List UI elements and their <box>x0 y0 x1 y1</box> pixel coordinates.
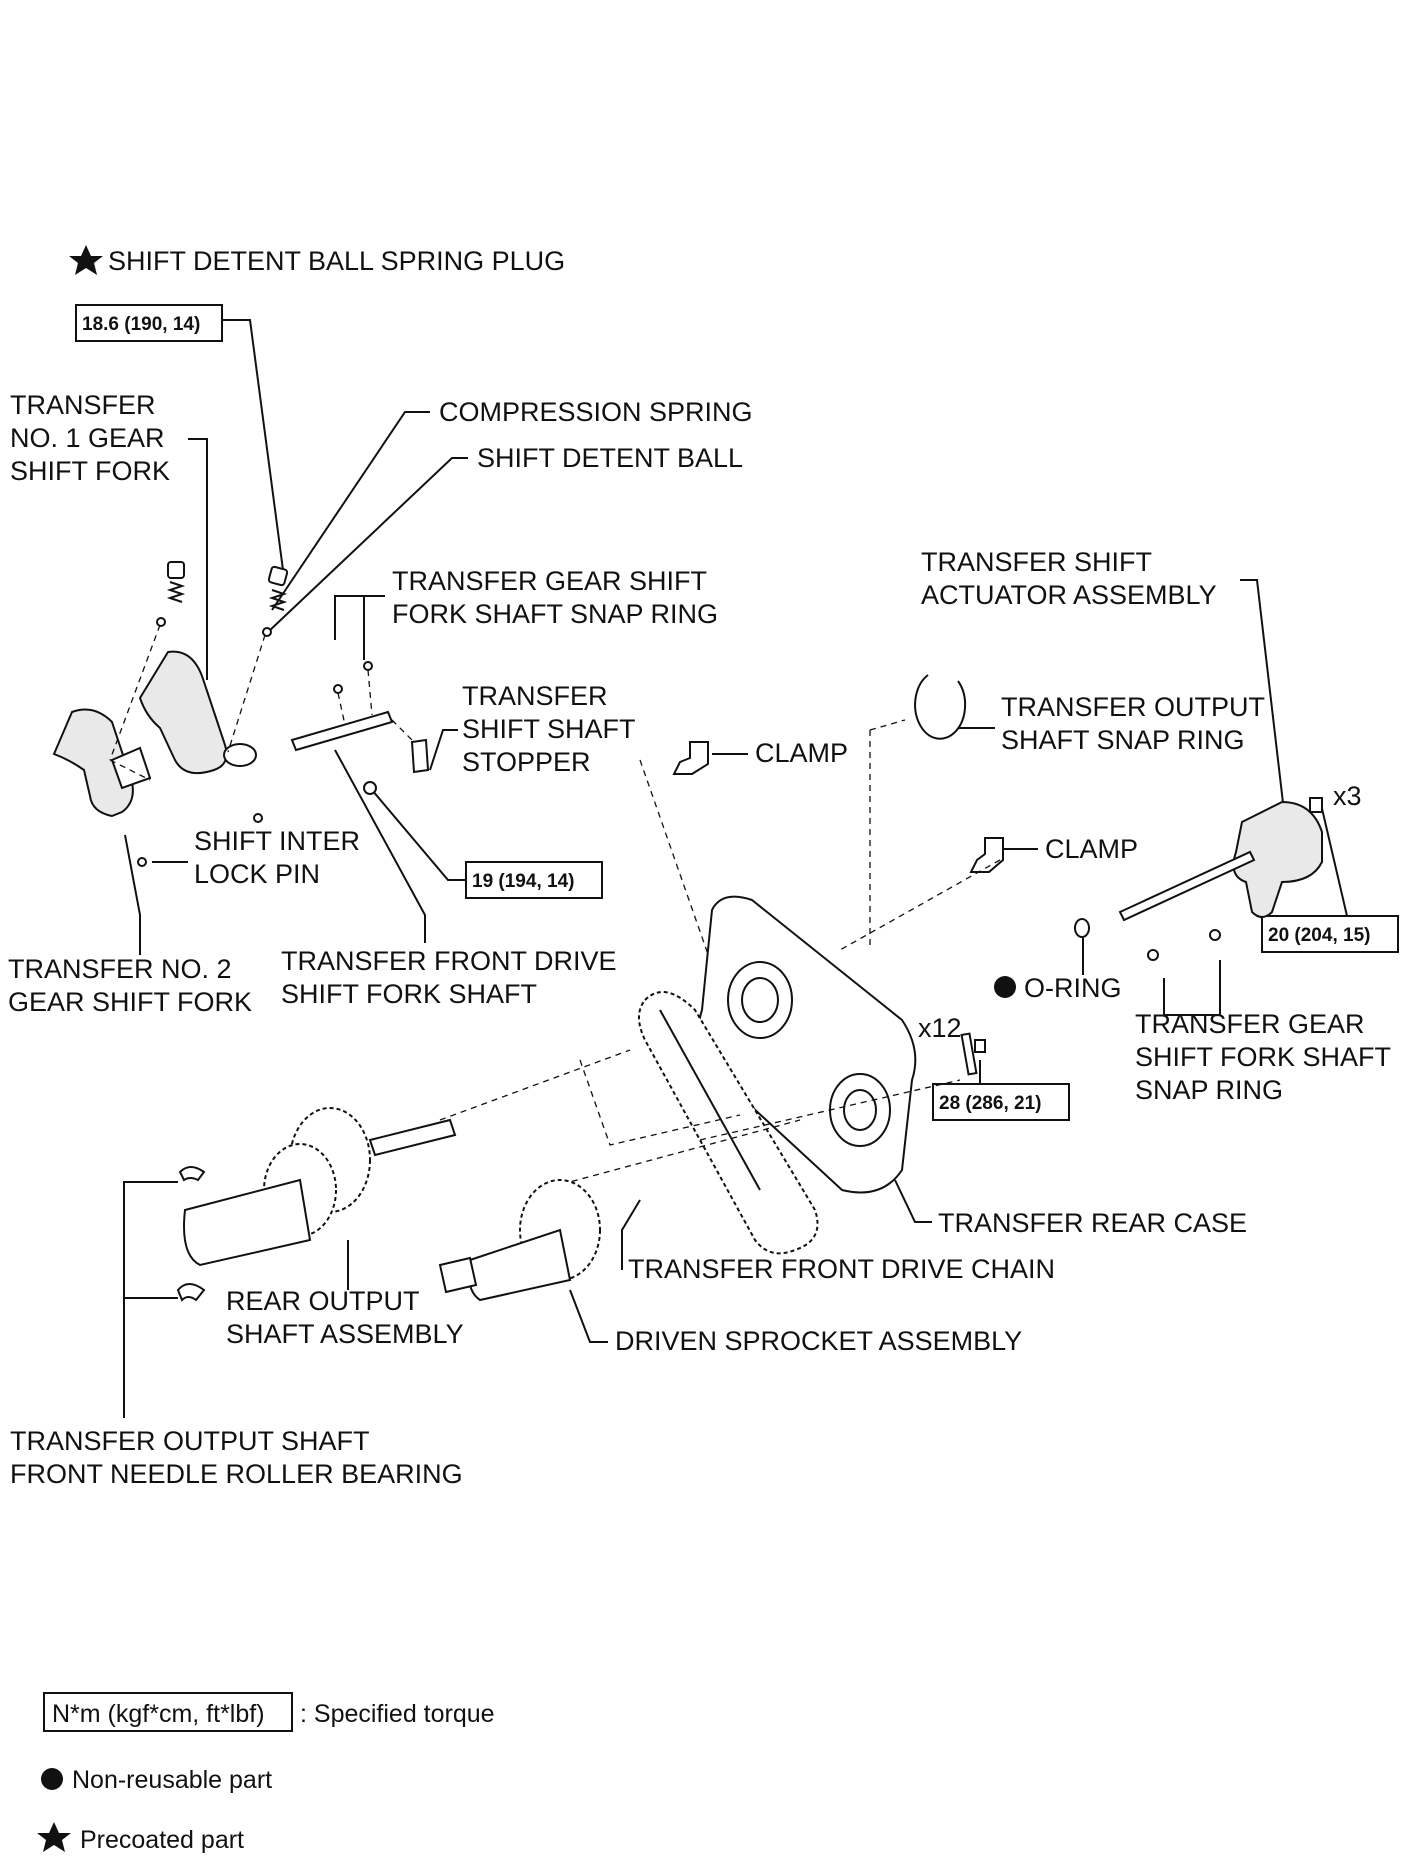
label-snap-right-line2: SHIFT FORK SHAFT <box>1135 1042 1391 1072</box>
label-stopper-line1: TRANSFER <box>462 681 608 711</box>
clamp1-part <box>672 741 709 775</box>
torque-actuator: 20 (204, 15) <box>1268 925 1370 946</box>
torque-box-case <box>932 1083 1070 1121</box>
spring-plug-part <box>156 561 289 637</box>
torque-box-plug <box>75 304 223 342</box>
driven-sprocket-part <box>438 1179 601 1302</box>
rear-output-shaft-part <box>176 1107 457 1302</box>
drive-chain-part <box>638 991 819 1255</box>
label-output-snap-line1: TRANSFER OUTPUT <box>1001 692 1265 722</box>
star-icon <box>37 1822 71 1852</box>
output-snap-ring-part <box>914 674 967 740</box>
legend-torque-text: : Specified torque <box>300 1700 495 1728</box>
label-interlock-line2: LOCK PIN <box>194 859 320 889</box>
torque-box-stopper <box>465 861 603 899</box>
label-drive-chain: TRANSFER FRONT DRIVE CHAIN <box>628 1254 1055 1284</box>
label-x3: x3 <box>1333 781 1362 811</box>
clamp2-part <box>969 837 1004 873</box>
label-snap-right-line1: TRANSFER GEAR <box>1135 1009 1365 1039</box>
star-icon <box>69 245 103 275</box>
label-snap-right-line3: SNAP RING <box>1135 1075 1283 1105</box>
label-snap-ring-top-line2: FORK SHAFT SNAP RING <box>392 599 718 629</box>
front-drive-shaft-part <box>290 661 430 795</box>
label-rear-output-line1: REAR OUTPUT <box>226 1286 420 1316</box>
label-clamp2: CLAMP <box>1045 834 1138 864</box>
label-stopper-line2: SHIFT SHAFT <box>462 714 636 744</box>
legend-precoated: Precoated part <box>80 1826 244 1854</box>
label-spring-plug: SHIFT DETENT BALL SPRING PLUG <box>108 246 565 276</box>
label-x12: x12 <box>918 1013 962 1043</box>
label-clamp1: CLAMP <box>755 738 848 768</box>
legend-nonreusable: Non-reusable part <box>72 1766 272 1794</box>
torque-plug: 18.6 (190, 14) <box>82 314 200 335</box>
torque-stopper: 19 (194, 14) <box>472 871 574 892</box>
torque-case: 28 (286, 21) <box>939 1093 1041 1114</box>
label-fork1-line1: TRANSFER <box>10 390 156 420</box>
torque-box-actuator <box>1261 915 1399 953</box>
label-actuator-line1: TRANSFER SHIFT <box>921 547 1152 577</box>
actuator-part <box>1118 797 1323 922</box>
label-rear-case: TRANSFER REAR CASE <box>938 1208 1247 1238</box>
legend-torque-box-text: N*m (kgf*cm, ft*lbf) <box>52 1700 265 1728</box>
label-front-drive-line2: SHIFT FORK SHAFT <box>281 979 537 1009</box>
label-fork1-line3: SHIFT FORK <box>10 456 170 486</box>
label-needle-line1: TRANSFER OUTPUT SHAFT <box>10 1426 370 1456</box>
label-needle-line2: FRONT NEEDLE ROLLER BEARING <box>10 1459 463 1489</box>
fork1-part <box>138 650 263 823</box>
label-actuator-line2: ACTUATOR ASSEMBLY <box>921 580 1217 610</box>
label-compression-spring: COMPRESSION SPRING <box>439 397 753 427</box>
fork2-part <box>52 708 152 867</box>
label-stopper-line3: STOPPER <box>462 747 591 777</box>
filled-circle-icon <box>41 1768 63 1790</box>
label-front-drive-line1: TRANSFER FRONT DRIVE <box>281 946 617 976</box>
label-detent-ball: SHIFT DETENT BALL <box>477 443 743 473</box>
label-output-snap-line2: SHAFT SNAP RING <box>1001 725 1245 755</box>
label-fork2-line2: GEAR SHIFT FORK <box>8 987 252 1017</box>
label-fork1-line2: NO. 1 GEAR <box>10 423 165 453</box>
label-interlock-line1: SHIFT INTER <box>194 826 360 856</box>
label-fork2-line1: TRANSFER NO. 2 <box>8 954 232 984</box>
filled-circle-icon <box>994 976 1016 998</box>
label-snap-ring-top-line1: TRANSFER GEAR SHIFT <box>392 566 707 596</box>
label-driven-sprocket: DRIVEN SPROCKET ASSEMBLY <box>615 1326 1022 1356</box>
label-o-ring: O-RING <box>1024 973 1122 1003</box>
label-rear-output-line2: SHAFT ASSEMBLY <box>226 1319 464 1349</box>
legend-torque-box <box>43 1692 293 1732</box>
